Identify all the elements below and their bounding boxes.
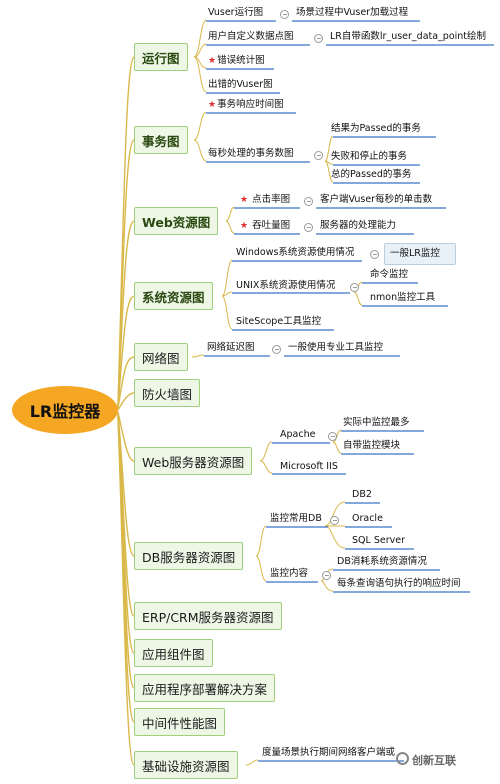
collapse-icon[interactable] [314, 151, 323, 160]
collapse-icon[interactable] [350, 283, 359, 292]
node-sqlserver[interactable]: SQL Server [352, 535, 405, 546]
node-error-stats-label: 错误统计图 [217, 55, 265, 66]
node-failed-stopped[interactable]: 失败和停止的事务 [331, 151, 408, 162]
node-query-time[interactable]: 每条查询语句执行的响应时间 [337, 578, 461, 589]
node-user-defined-detail[interactable]: LR自带函数lr_user_data_point绘制 [330, 31, 487, 42]
category-db-server-graph[interactable]: DB服务器资源图 [134, 542, 244, 570]
node-sitescope[interactable]: SiteScope工具监控 [236, 316, 322, 327]
category-web-resource-graph[interactable]: Web资源图 [134, 207, 219, 235]
node-hits-detail[interactable]: 客户端Vuser每秒的单击数 [320, 194, 433, 205]
watermark: 创新互联 [412, 754, 456, 767]
node-latency-detail[interactable]: 一般使用专业工具监控 [288, 342, 384, 353]
selection-highlight [384, 243, 456, 265]
category-transaction-graph[interactable]: 事务图 [134, 126, 188, 154]
category-erp-crm-graph[interactable]: ERP/CRM服务器资源图 [134, 602, 282, 630]
node-throughput[interactable]: ★ 吞吐量图 [240, 220, 290, 232]
category-run-graph[interactable]: 运行图 [134, 43, 188, 71]
node-infra-detail[interactable]: 度量场景执行期间网络客户端或 [262, 747, 396, 758]
node-unix-cmd[interactable]: 命令监控 [370, 269, 409, 280]
category-web-server-graph[interactable]: Web服务器资源图 [134, 447, 253, 475]
node-apache-module[interactable]: 自带监控模块 [343, 440, 401, 451]
node-apache-most[interactable]: 实际中监控最多 [343, 417, 410, 428]
node-throughput-detail[interactable]: 服务器的处理能力 [320, 220, 397, 231]
star-icon: ★ [208, 100, 217, 110]
node-throughput-label: 吞吐量图 [252, 220, 291, 231]
collapse-icon[interactable] [370, 250, 379, 259]
node-windows-detail[interactable]: 一般LR监控 [390, 248, 440, 259]
root-node[interactable]: LR监控器 [12, 386, 118, 434]
category-system-resource-graph[interactable]: 系统资源图 [134, 282, 213, 310]
node-unix-nmon[interactable]: nmon监控工具 [370, 292, 436, 303]
collapse-icon[interactable] [314, 34, 323, 43]
node-apache[interactable]: Apache [280, 429, 316, 440]
node-resource-usage[interactable]: DB消耗系统资源情况 [337, 556, 427, 567]
star-icon: ★ [208, 56, 217, 66]
category-app-deploy-solution[interactable]: 应用程序部署解决方案 [134, 674, 276, 702]
node-error-stats[interactable]: ★错误统计图 [208, 55, 265, 67]
star-icon: ★ [240, 195, 249, 205]
category-network-graph[interactable]: 网络图 [134, 343, 188, 371]
star-icon: ★ [240, 221, 249, 231]
node-db-common[interactable]: 监控常用DB [270, 513, 322, 524]
collapse-icon[interactable] [304, 197, 313, 206]
node-response-time[interactable]: ★事务响应时间图 [208, 99, 284, 111]
category-firewall-graph[interactable]: 防火墙图 [134, 379, 201, 407]
node-unix[interactable]: UNIX系统资源使用情况 [236, 280, 336, 291]
node-vuser-run[interactable]: Vuser运行图 [208, 7, 264, 18]
node-windows[interactable]: Windows系统资源使用情况 [236, 247, 355, 258]
watermark-logo-icon [396, 752, 409, 765]
node-user-defined[interactable]: 用户自定义数据点图 [208, 31, 294, 42]
collapse-icon[interactable] [328, 432, 337, 441]
node-total-passed[interactable]: 总的Passed的事务 [331, 169, 412, 180]
collapse-icon[interactable] [322, 571, 331, 580]
node-hits[interactable]: ★ 点击率图 [240, 194, 290, 206]
node-latency[interactable]: 网络延迟图 [207, 342, 255, 353]
node-iis[interactable]: Microsoft IIS [280, 461, 338, 472]
node-hits-label: 点击率图 [252, 194, 291, 205]
collapse-icon[interactable] [272, 345, 281, 354]
node-db2[interactable]: DB2 [352, 489, 372, 500]
node-oracle[interactable]: Oracle [352, 513, 383, 524]
category-infrastructure-graph[interactable]: 基础设施资源图 [134, 751, 238, 779]
collapse-icon[interactable] [304, 223, 313, 232]
node-db-content[interactable]: 监控内容 [270, 568, 309, 579]
node-per-second[interactable]: 每秒处理的事务数图 [208, 148, 294, 159]
collapse-icon[interactable] [280, 10, 289, 19]
category-middleware-perf-graph[interactable]: 中间件性能图 [134, 708, 226, 736]
node-passed[interactable]: 结果为Passed的事务 [331, 123, 421, 134]
category-app-component-graph[interactable]: 应用组件图 [134, 639, 213, 667]
node-vuser-run-detail[interactable]: 场景过程中Vuser加载过程 [296, 7, 409, 18]
collapse-icon[interactable] [330, 516, 339, 525]
node-response-time-label: 事务响应时间图 [217, 99, 284, 110]
node-error-vuser[interactable]: 出错的Vuser图 [208, 79, 273, 90]
